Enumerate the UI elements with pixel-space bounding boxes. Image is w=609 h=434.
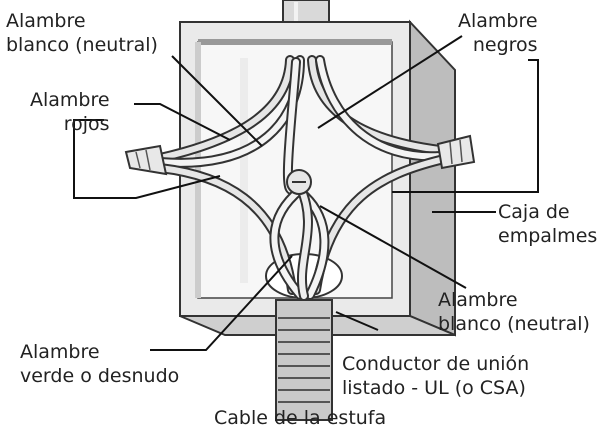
wire-nut-right bbox=[436, 134, 476, 170]
label-bonding-conductor-line2: listado - UL (o CSA) bbox=[342, 377, 526, 399]
label-junction-box-line1: Caja de bbox=[498, 201, 570, 223]
label-black-wires-line1: Alambre bbox=[458, 10, 538, 32]
label-black-wires: Alambre negros bbox=[458, 9, 538, 57]
leader-bonding-conductor bbox=[335, 311, 379, 331]
ground-screw bbox=[286, 169, 312, 195]
label-ground-wire: Alambre verde o desnudo bbox=[20, 340, 179, 388]
wire-nut-left bbox=[124, 144, 168, 176]
label-white-neutral-top-line2: blanco (neutral) bbox=[6, 34, 158, 56]
label-junction-box-line2: empalmes bbox=[498, 225, 598, 247]
leader-black-wires bbox=[317, 35, 463, 129]
label-bonding-conductor-line1: Conductor de unión bbox=[342, 353, 530, 375]
label-ground-wire-line1: Alambre bbox=[20, 341, 100, 363]
leader-white-neutral-top bbox=[171, 55, 263, 147]
label-white-neutral-top: Alambre blanco (neutral) bbox=[6, 9, 158, 57]
label-white-neutral-top-line1: Alambre bbox=[6, 10, 86, 32]
leader-lines bbox=[73, 35, 539, 351]
label-red-wires-line1: Alambre bbox=[30, 89, 110, 111]
label-junction-box: Caja de empalmes bbox=[498, 200, 597, 248]
label-white-neutral-bottom-line1: Alambre bbox=[438, 289, 518, 311]
wires bbox=[155, 55, 445, 301]
label-white-neutral-bottom-line2: blanco (neutral) bbox=[438, 313, 590, 335]
label-black-wires-line2: negros bbox=[472, 34, 538, 56]
leader-red-wires-upper bbox=[134, 103, 231, 141]
leader-red-wires-lower bbox=[73, 119, 221, 199]
label-red-wires-line2: rojos bbox=[63, 113, 110, 135]
label-range-cable: Cable de la estufa bbox=[214, 407, 387, 429]
label-bonding-conductor: Conductor de unión listado - UL (o CSA) bbox=[342, 352, 529, 400]
label-white-neutral-bottom: Alambre blanco (neutral) bbox=[438, 288, 590, 336]
label-ground-wire-line2: verde o desnudo bbox=[20, 365, 180, 387]
leader-black-wires-lower bbox=[392, 59, 539, 193]
leader-ground-wire bbox=[150, 255, 293, 351]
label-red-wires: Alambre rojos bbox=[30, 88, 110, 136]
leader-white-neutral-bottom bbox=[319, 205, 467, 289]
